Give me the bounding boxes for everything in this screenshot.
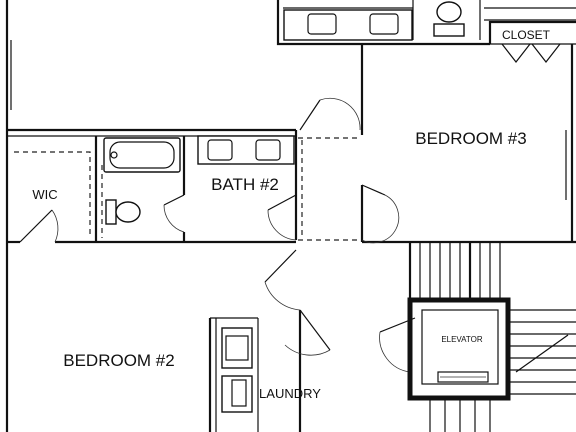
closet-dash-lines [14,137,360,241]
room-label-bedroom2: BEDROOM #2 [63,351,174,370]
fixtures [103,1,465,413]
room-label-bath2: BATH #2 [211,175,279,194]
stairs [419,242,576,432]
room-label-wic: WIC [32,187,57,202]
doors [19,43,561,373]
room-label-bedroom3: BEDROOM #3 [415,129,526,148]
elevator-shaft [407,297,511,401]
room-label-closet: CLOSET [502,28,551,42]
room-label-elevator: ELEVATOR [441,335,483,344]
walls [5,0,576,432]
room-label-laundry: LAUNDRY [259,386,321,401]
